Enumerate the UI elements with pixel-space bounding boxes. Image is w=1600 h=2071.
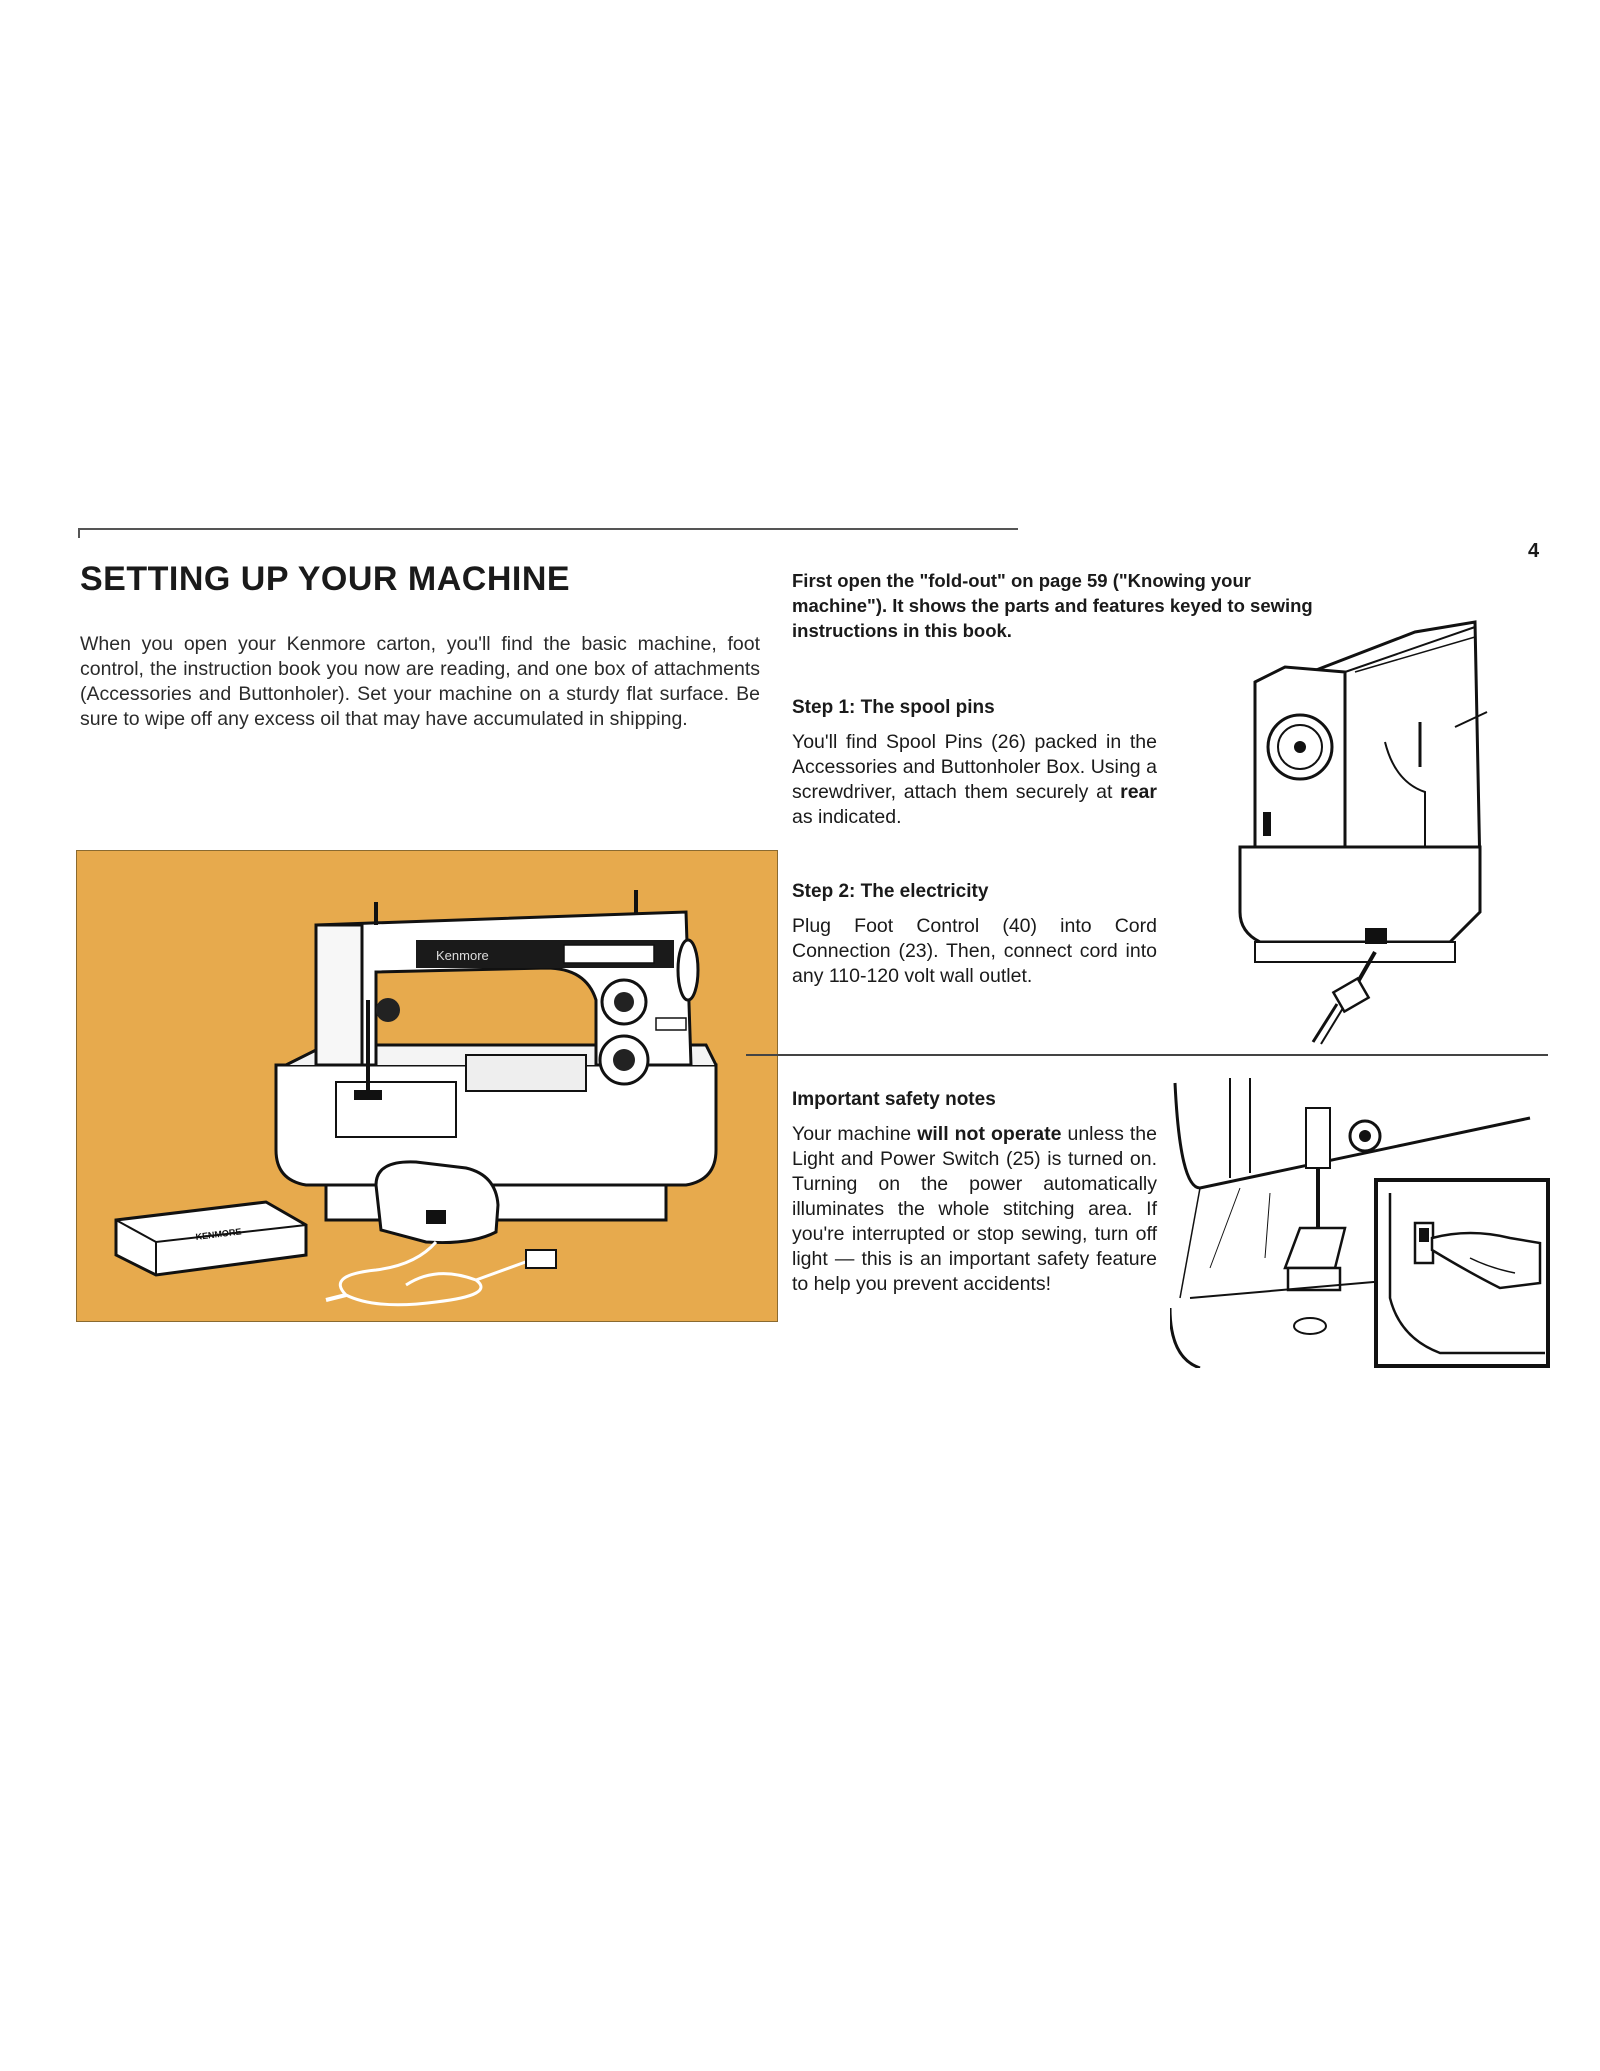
top-rule	[78, 528, 1018, 530]
section-heading: SETTING UP YOUR MACHINE	[80, 560, 571, 598]
light-switch-illustration	[1170, 1078, 1550, 1368]
step-1-body: You'll find Spool Pins (26) packed in th…	[792, 731, 1157, 828]
intro-paragraph: When you open your Kenmore carton, you'l…	[80, 633, 760, 730]
fold-out-note: First open the "fold-out" on page 59 ("K…	[792, 570, 1313, 641]
step-1-title: Step 1: The spool pins	[792, 697, 995, 718]
safety-notes-title: Important safety notes	[792, 1089, 996, 1110]
top-rule-tick	[78, 528, 80, 538]
step-2-title: Step 2: The electricity	[792, 881, 989, 902]
safety-notes-body: Your machine will not operate unless the…	[792, 1123, 1157, 1295]
step-2-body: Plug Foot Control (40) into Cord Connect…	[792, 915, 1157, 987]
machine-rear-view-illustration	[1238, 620, 1488, 1045]
sewing-machine-illustration: Kenmore KENMORE	[114, 890, 718, 1307]
middle-rule	[746, 1054, 1548, 1056]
page-number: 4	[1528, 540, 1540, 562]
machine-brand-label: Kenmore	[436, 948, 489, 963]
